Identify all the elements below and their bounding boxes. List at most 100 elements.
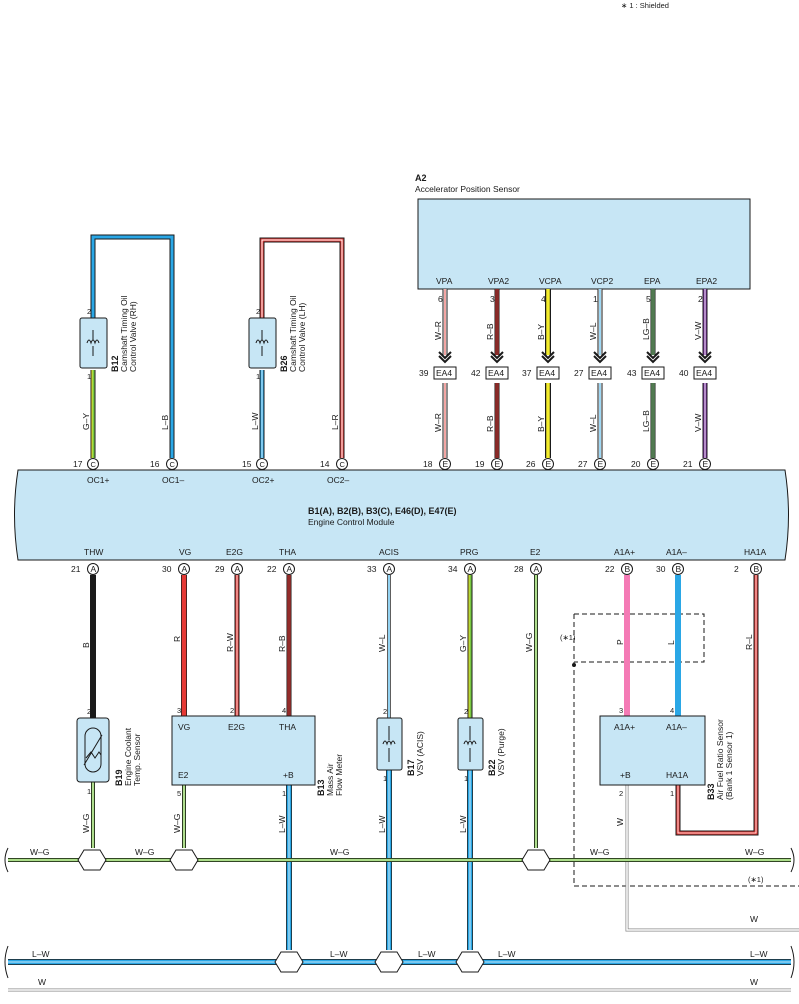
- ecm-pin: 19: [475, 459, 485, 469]
- b12-circuit: 2 1 G–Y L–B B12 Camshaft Timing Oil Cont…: [79, 234, 175, 458]
- ecm-box: [14, 469, 789, 561]
- b33-term-a1ap: A1A+: [614, 722, 635, 732]
- ecm-bottom-pin: A22: [267, 563, 295, 575]
- b12-pin-top: 2: [87, 307, 91, 316]
- ecm-pin: 22: [267, 564, 277, 574]
- b13-code: B13: [316, 779, 326, 796]
- ecm-bottom-pin: A 28: [514, 563, 542, 575]
- b33-pin-2: 2: [619, 789, 623, 798]
- bus-lw-label-5: L–W: [750, 949, 767, 959]
- a2-wire-upper: V–W: [693, 322, 703, 340]
- b13-term-e2g: E2G: [228, 722, 245, 732]
- b22-wire-top: G–Y: [458, 635, 468, 652]
- bus-wg: W–G W–G W–G W–G W–G: [4, 847, 795, 873]
- bus-lw-label-1: L–W: [32, 949, 49, 959]
- b33-shield-label-2: (∗1): [748, 875, 764, 884]
- ecm-conn: E: [703, 459, 709, 469]
- ecm-pin: 27: [578, 459, 588, 469]
- b17-wire-top: W–L: [377, 634, 387, 652]
- a2-terminal: VCPA: [539, 276, 562, 286]
- ecm-pin: 21: [71, 564, 81, 574]
- a2-pin: 1: [593, 294, 598, 304]
- ecm-conn: E: [546, 459, 552, 469]
- a2-pin: 5: [646, 294, 651, 304]
- b19-name2: Temp. Sensor: [132, 733, 142, 786]
- ecm-term-ha1a: HA1A: [744, 547, 767, 557]
- ecm-conn: A: [387, 564, 393, 574]
- a2-wire-upper: W–L: [588, 322, 598, 340]
- a2-terminal: EPA2: [696, 276, 717, 286]
- b13-pin-e2g: 2: [230, 706, 234, 715]
- b22-wire-bot: L–W: [458, 816, 468, 833]
- ecm-term-oc1n: OC1–: [162, 475, 184, 485]
- ecm-term-e2g: E2G: [226, 547, 243, 557]
- b17-code: B17: [406, 759, 416, 776]
- ecm-pin: 29: [215, 564, 225, 574]
- bus-lw-label-2: L–W: [330, 949, 347, 959]
- ecm-bottom-pin: B2: [734, 563, 762, 575]
- ecm-title: B1(A), B2(B), B3(C), E46(D), E47(E): [308, 506, 457, 516]
- a2-wire-lower: W–L: [588, 414, 598, 432]
- b12-name2: Control Valve (RH): [128, 301, 138, 372]
- ecm-conn: A: [235, 564, 241, 574]
- b13-pin-vg: 3: [177, 706, 181, 715]
- ecm-term-tha: THA: [279, 547, 296, 557]
- b13-pin-b: 1: [282, 789, 286, 798]
- b26-pin-bot: 1: [256, 372, 260, 381]
- b17-pin-bot: 1: [383, 774, 387, 783]
- ecm-bottom-pin: A21: [71, 563, 99, 575]
- b33-wire-w: W: [615, 818, 625, 826]
- ecm-bottom-pin: B30: [656, 563, 684, 575]
- b17-circuit: 2 1 W–L L–W B17 VSV (ACIS): [376, 575, 425, 950]
- b12-name1: Camshaft Timing Oil: [119, 295, 129, 372]
- b17-name: VSV (ACIS): [415, 731, 425, 776]
- ecm-bottom-terminals: THW VG E2G THA ACIS PRG E2 A1A+ A1A– HA1…: [84, 547, 767, 557]
- ecm-conn: A: [182, 564, 188, 574]
- a2-wire-lower: R–B: [485, 415, 495, 432]
- ecm-term-prg: PRG: [460, 547, 478, 557]
- b13-name1: Mass Air: [325, 763, 335, 796]
- a2-wire-upper: W–R: [433, 321, 443, 340]
- b13-term-e2: E2: [178, 770, 189, 780]
- ea4-connector-label: EA4: [644, 368, 660, 378]
- ecm-term-thw: THW: [84, 547, 103, 557]
- ecm-term-a1an: A1A–: [666, 547, 687, 557]
- ecm-pin: 28: [514, 564, 524, 574]
- b12-wire1: G–Y: [81, 413, 91, 430]
- bus-wg-label-4: W–G: [590, 847, 609, 857]
- b33-term-a1an: A1A–: [666, 722, 687, 732]
- a2-terminal: VCP2: [591, 276, 613, 286]
- ecm-name: Engine Control Module: [308, 517, 395, 527]
- ecm-conn: A: [534, 564, 540, 574]
- b17-box: [376, 717, 403, 771]
- ea4-pin: 39: [419, 368, 429, 378]
- b13-box: [171, 715, 316, 786]
- ea4-pin: 37: [522, 368, 532, 378]
- a2-pin: 3: [490, 294, 495, 304]
- a2-wire-upper: LG–B: [641, 318, 651, 340]
- b13-name2: Flow Meter: [334, 754, 344, 796]
- a2-wire-lower: V–W: [693, 414, 703, 432]
- ecm-pin: 22: [605, 564, 615, 574]
- a2-wire-lower: LG–B: [641, 410, 651, 432]
- b13-pin-e2: 5: [177, 789, 181, 798]
- bus-w-label-upper: W: [750, 914, 758, 924]
- ecm-conn: B: [754, 564, 760, 574]
- ea4-connector-label: EA4: [436, 368, 452, 378]
- b26-wire1: L–W: [250, 413, 260, 430]
- a2-pin: 6: [438, 294, 443, 304]
- ea4-connector-label: EA4: [488, 368, 504, 378]
- ea4-connector-label: EA4: [591, 368, 607, 378]
- bus-w: W W: [8, 977, 791, 992]
- ecm-conn-c3: C: [260, 460, 266, 469]
- b26-name1: Camshaft Timing Oil: [288, 295, 298, 372]
- a2-terminal: VPA: [436, 276, 453, 286]
- b22-box: [457, 717, 484, 771]
- b13-term-tha: THA: [279, 722, 296, 732]
- ecm-bottom-pin: A34: [448, 563, 476, 575]
